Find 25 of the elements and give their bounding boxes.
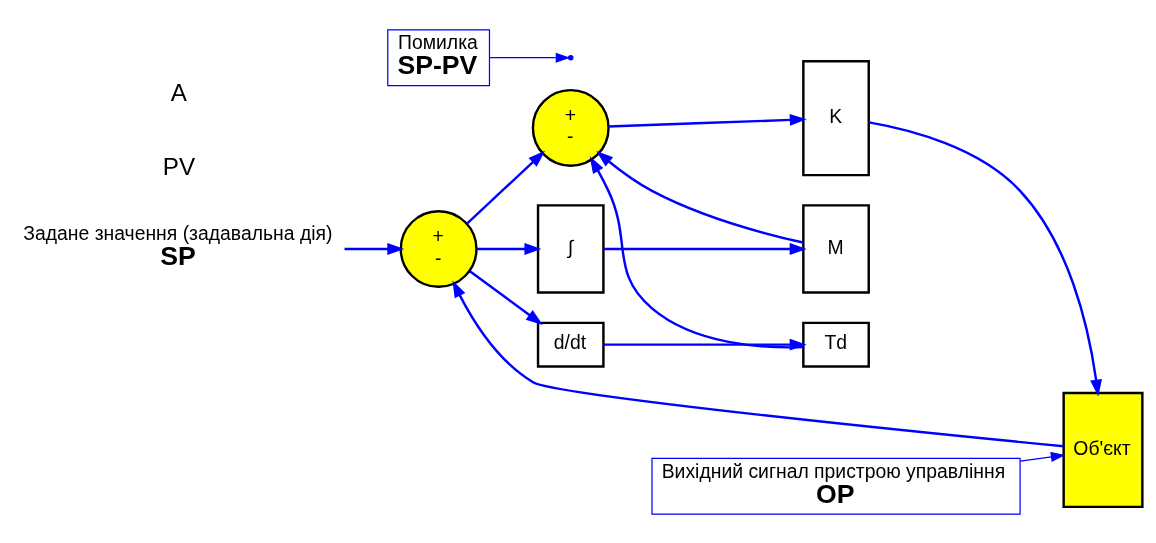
arrow bbox=[476, 242, 542, 255]
node-box: Вихідний сигнал пристрою управління OP bbox=[651, 457, 1021, 515]
arrow bbox=[468, 269, 543, 325]
arrow bbox=[608, 113, 807, 128]
node-box: Td bbox=[802, 321, 870, 368]
arrow bbox=[452, 279, 1064, 447]
arrow bbox=[603, 242, 807, 255]
node-box: d/dt bbox=[536, 321, 605, 368]
node-circle: + - bbox=[399, 209, 478, 288]
node-circle: + - bbox=[531, 88, 610, 167]
node-box: Помилка SP-PV bbox=[387, 28, 491, 86]
node-box: M bbox=[802, 203, 870, 294]
arrow bbox=[344, 242, 405, 255]
arrow bbox=[868, 120, 1102, 397]
arrow bbox=[596, 150, 804, 244]
arrow bbox=[489, 52, 571, 63]
arrow bbox=[589, 155, 804, 348]
node-box: ∫ bbox=[536, 203, 605, 294]
arrow bbox=[466, 150, 546, 224]
label: A bbox=[170, 78, 187, 106]
node-box: Об'єкт bbox=[1062, 391, 1144, 508]
arrow bbox=[1019, 451, 1066, 462]
label: PV bbox=[162, 152, 196, 180]
node-text: Задане значення (задавальна дія) SP bbox=[23, 221, 333, 271]
node-box: K bbox=[802, 59, 870, 176]
